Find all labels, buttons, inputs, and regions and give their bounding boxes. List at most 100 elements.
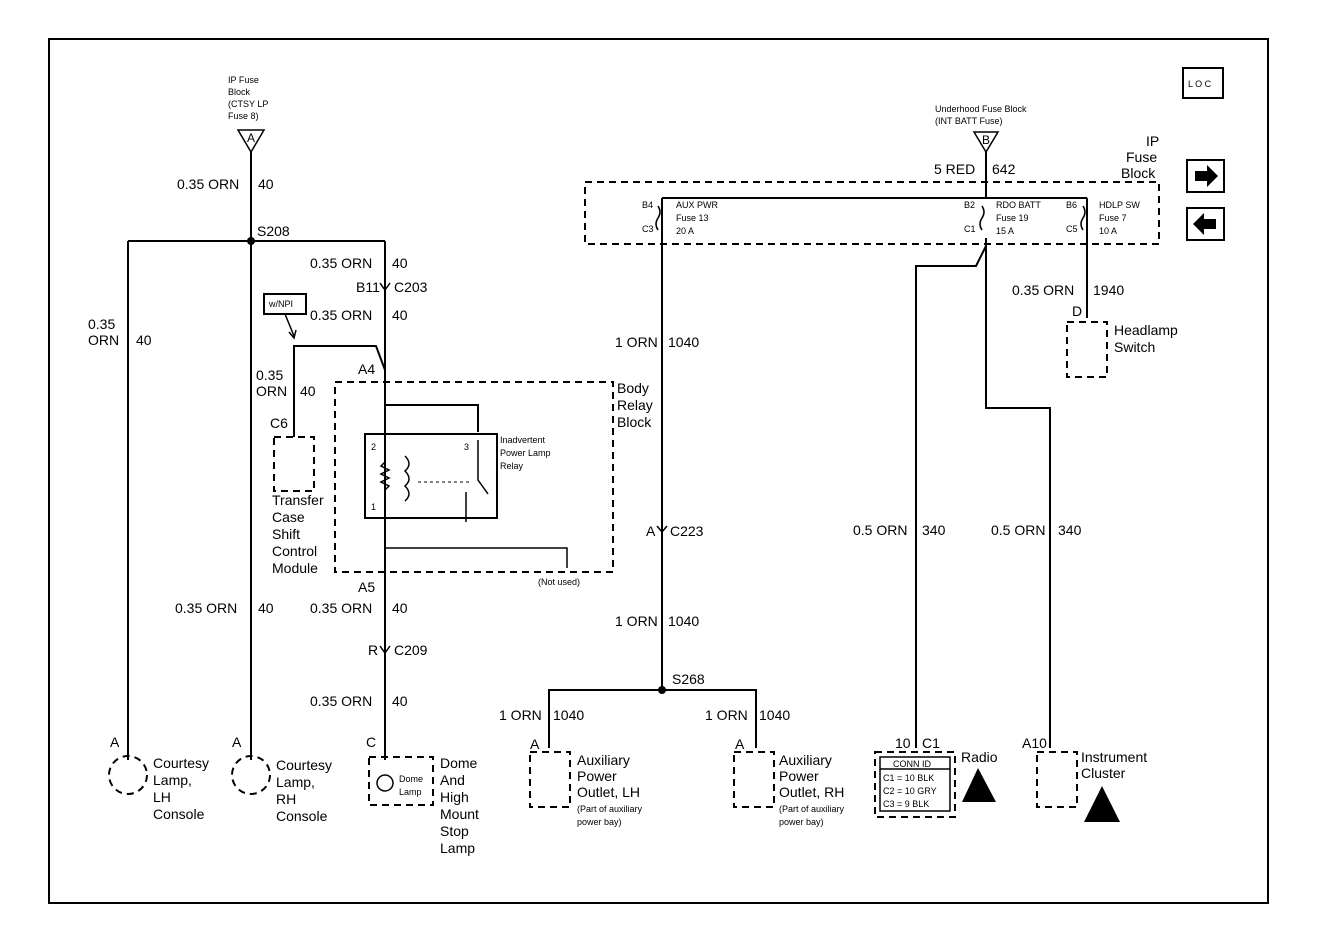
courtesy-lh-4: Console [153, 806, 205, 822]
aux-lh-3: Outlet, LH [577, 784, 640, 800]
loc-icon [1182, 67, 1224, 99]
dome-4: Mount [440, 806, 479, 822]
fuse-aux-amp: 20 A [676, 226, 694, 236]
fuse-rdo-name: RDO BATT [996, 200, 1041, 210]
courtesy-rh-3: RH [276, 791, 296, 807]
ip-fuse-label-1: IP Fuse [228, 75, 259, 85]
tccm-3: Shift [272, 526, 300, 542]
dome-1: Dome [440, 755, 478, 771]
radio-conn-id-1: C1 = 10 BLK [883, 773, 934, 783]
radio-conn-id-2: C2 = 10 GRY [883, 786, 937, 796]
dome-pin: C [366, 734, 376, 750]
relay-box [364, 433, 498, 519]
ip-fuse-block-1: IP [1146, 133, 1159, 149]
radio-box [874, 751, 956, 818]
w4-size-1: 0.35 [88, 316, 115, 332]
prev-page-button[interactable] [1186, 207, 1225, 241]
conn-a4: A4 [358, 361, 375, 377]
w11-num: 1040 [668, 613, 699, 629]
fuse-hdlp-amp: 10 A [1099, 226, 1117, 236]
courtesy-lh-3: LH [153, 789, 171, 805]
aux-rh-note-2: power bay) [779, 817, 824, 827]
body-relay-3: Block [617, 414, 652, 430]
radio-conn-id-box [879, 756, 951, 812]
w6-size: 0.35 ORN [310, 600, 372, 616]
wire-relay-pin3 [385, 404, 479, 432]
tccm-5: Module [272, 560, 318, 576]
dome-inner-1: Dome [399, 774, 423, 784]
headlamp-switch-2: Switch [1114, 339, 1155, 355]
connector-a-triangle [236, 129, 266, 154]
relay-pin2: 2 [371, 442, 376, 452]
courtesy-rh-1: Courtesy [276, 757, 332, 773]
w2-num: 40 [392, 255, 408, 271]
dome-lamp-icon [376, 774, 394, 792]
aux-rh-box [733, 751, 775, 808]
w9-num: 642 [992, 161, 1016, 177]
dome-5: Stop [440, 823, 469, 839]
headlamp-switch-1: Headlamp [1114, 322, 1178, 338]
fuse-hdlp-name: HDLP SW [1099, 200, 1140, 210]
aux-lh-note-1: (Part of auxiliary [577, 804, 643, 814]
w13-size: 1 ORN [705, 707, 748, 723]
courtesy-rh-lamp [231, 755, 271, 795]
headlamp-switch-box [1066, 321, 1108, 378]
wnpi-arrow [284, 313, 295, 337]
aux-lh-1: Auxiliary [577, 752, 630, 768]
dome-2: And [440, 772, 465, 788]
w3-size: 0.35 ORN [310, 307, 372, 323]
w7-num: 40 [258, 600, 274, 616]
esd-icon-radio [962, 768, 996, 802]
courtesy-lh-1: Courtesy [153, 755, 209, 771]
ip-fuse-label-3: (CTSY LP [228, 99, 268, 109]
conn-c203: C203 [394, 279, 428, 295]
w14-num: 1940 [1093, 282, 1124, 298]
relay-label-1: Inadvertent [500, 435, 546, 445]
w2-size: 0.35 ORN [310, 255, 372, 271]
tccm-box [273, 436, 315, 492]
courtesy-lh-lamp [108, 755, 148, 795]
fuse-hdlp-bot: C5 [1066, 224, 1078, 234]
cluster-2: Cluster [1081, 765, 1126, 781]
wire-tccm [293, 345, 386, 437]
dome-6: Lamp [440, 840, 475, 856]
w12-num: 1040 [553, 707, 584, 723]
underhood-label-1: Underhood Fuse Block [935, 104, 1027, 114]
cluster-1: Instrument [1081, 749, 1147, 765]
w4-size-2: ORN [88, 332, 119, 348]
wire-not-used [385, 547, 568, 568]
aux-rh-1: Auxiliary [779, 752, 832, 768]
wire-cluster [985, 246, 1051, 748]
w15-size: 0.5 ORN [853, 522, 907, 538]
w13-num: 1040 [759, 707, 790, 723]
w6-num: 40 [392, 600, 408, 616]
conn-c6: C6 [270, 415, 288, 431]
w5-num: 40 [300, 383, 316, 399]
w1-size: 0.35 ORN [177, 176, 239, 192]
relay-resistor [379, 461, 391, 491]
aux-lh-pin: A [530, 736, 540, 752]
next-page-button[interactable] [1186, 159, 1225, 193]
w16-size: 0.5 ORN [991, 522, 1045, 538]
ip-fuse-block-3: Block [1121, 165, 1156, 181]
w11-size: 1 ORN [615, 613, 658, 629]
wnpi-arrowhead [288, 329, 297, 340]
w5-size-1: 0.35 [256, 367, 283, 383]
esd-icon-cluster [1084, 786, 1120, 822]
tccm-1: Transfer [272, 492, 324, 508]
w14-size: 0.35 ORN [1012, 282, 1074, 298]
w10-num: 1040 [668, 334, 699, 350]
fuse-rdo-fuse: Fuse 19 [996, 213, 1029, 223]
ip-fuse-block-2: Fuse [1126, 149, 1157, 165]
fuse-hdlp-fuse: Fuse 7 [1099, 213, 1127, 223]
w5-size-2: ORN [256, 383, 287, 399]
conn-a-c223: A [646, 523, 656, 539]
underhood-label-2: (INT BATT Fuse) [935, 116, 1003, 126]
arrow-right-icon[interactable] [1195, 165, 1218, 187]
wire-radio [915, 238, 987, 748]
fuse-hdlp-icon [1080, 205, 1086, 231]
aux-rh-2: Power [779, 768, 819, 784]
arrow-left-icon[interactable] [1193, 213, 1216, 235]
ip-fuse-label-2: Block [228, 87, 251, 97]
